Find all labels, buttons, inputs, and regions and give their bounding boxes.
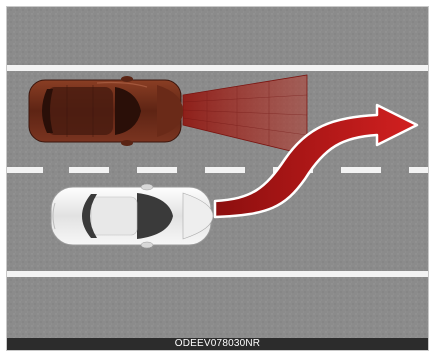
side-mirror-right (141, 242, 153, 248)
side-mirror-right (121, 140, 133, 146)
figure-frame: ODEEV078030NR (6, 6, 429, 351)
vehicle-ahead (29, 76, 183, 146)
asphalt-surface (7, 7, 429, 340)
dashed-lane-divider (7, 167, 429, 173)
road-scene (7, 7, 429, 340)
own-vehicle (51, 184, 213, 248)
upper-edge-line (7, 65, 429, 71)
roof (47, 87, 113, 135)
roof (91, 197, 137, 235)
side-mirror-left (121, 76, 133, 82)
figure-caption: ODEEV078030NR (7, 338, 428, 350)
lower-edge-line (7, 271, 429, 277)
side-mirror-left (141, 184, 153, 190)
